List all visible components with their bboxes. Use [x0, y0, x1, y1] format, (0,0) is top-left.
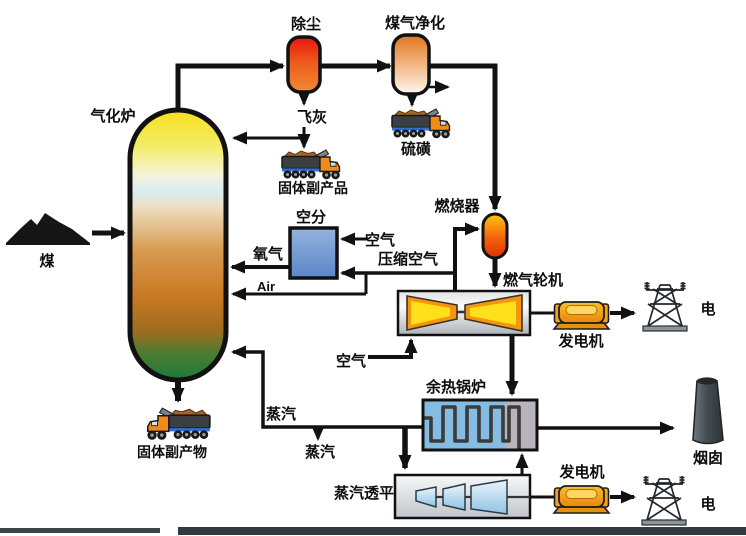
- solid-byproduct-bottom-label: 固体副产物: [137, 444, 207, 461]
- chimney-icon: [692, 377, 724, 445]
- hrsg-label: 余热锅炉: [425, 378, 486, 396]
- combustor-label: 燃烧器: [434, 197, 480, 215]
- compressed-air-label: 压缩空气: [378, 250, 438, 268]
- dump-truck-slag-icon: [146, 407, 211, 441]
- oxygen-label: 氧气: [252, 245, 283, 263]
- gasifier-vessel: [127, 107, 229, 383]
- steam-export-label: 蒸汽: [305, 443, 335, 461]
- dust-removal-vessel: [286, 35, 322, 94]
- air-to-asu-label: 空气: [365, 231, 395, 249]
- flow-lines: [92, 59, 675, 504]
- gas-turbine-label: 燃气轮机: [503, 271, 563, 289]
- air-to-turbine-line: [368, 338, 418, 359]
- steam-turbine-label: 蒸汽透平: [334, 484, 394, 502]
- air-to-turbine-label: 空气: [336, 352, 366, 370]
- hrsg-unit: [421, 398, 539, 452]
- electricity-top-label: 电: [700, 300, 715, 318]
- bottom-rule-left: [0, 528, 160, 533]
- sulfur-label: 硫磺: [401, 140, 431, 158]
- steam-line-label: 蒸汽: [266, 405, 296, 423]
- gasifier-label: 气化炉: [89, 107, 135, 125]
- dump-truck-sulfur-icon: [391, 108, 451, 140]
- air-separation-unit: [288, 226, 339, 280]
- dust-removal-label: 除尘: [291, 15, 321, 33]
- steam-turbine-unit: [393, 473, 532, 520]
- coal-label: 煤: [39, 253, 54, 270]
- hrsg-coil: [423, 405, 521, 449]
- gas-cleanup-label: 煤气净化: [385, 14, 445, 32]
- transmission-tower-top-icon: [642, 281, 688, 332]
- syngas-line-gasifier-to-dust: [175, 59, 285, 110]
- solid-byproduct-top-label: 固体副产品: [278, 180, 348, 197]
- gas-turbine-unit: [396, 289, 532, 337]
- generator-top-label: 发电机: [557, 332, 603, 350]
- generator-bottom: [553, 485, 610, 514]
- fly-ash-label: 飞灰: [297, 108, 327, 126]
- coal-pile-icon: [6, 213, 90, 245]
- compressor-to-combustor-line: [453, 222, 480, 291]
- syngas-line-cleanup-to-combustor: [429, 63, 502, 211]
- steam-main-line: [231, 345, 423, 429]
- dump-truck-byproduct-icon: [281, 149, 341, 181]
- gas-cleanup-vessel: [391, 33, 431, 96]
- generator-top: [553, 301, 610, 330]
- bottom-rule-right: [178, 527, 746, 535]
- air-en-label: Air: [257, 279, 275, 294]
- chimney-label: 烟囱: [693, 449, 723, 467]
- air-separation-label: 空分: [296, 208, 326, 226]
- combustor-vessel: [481, 212, 509, 260]
- electricity-bottom-label: 电: [700, 495, 715, 513]
- generator-bottom-label: 发电机: [558, 463, 604, 481]
- transmission-tower-bottom-icon: [641, 475, 687, 526]
